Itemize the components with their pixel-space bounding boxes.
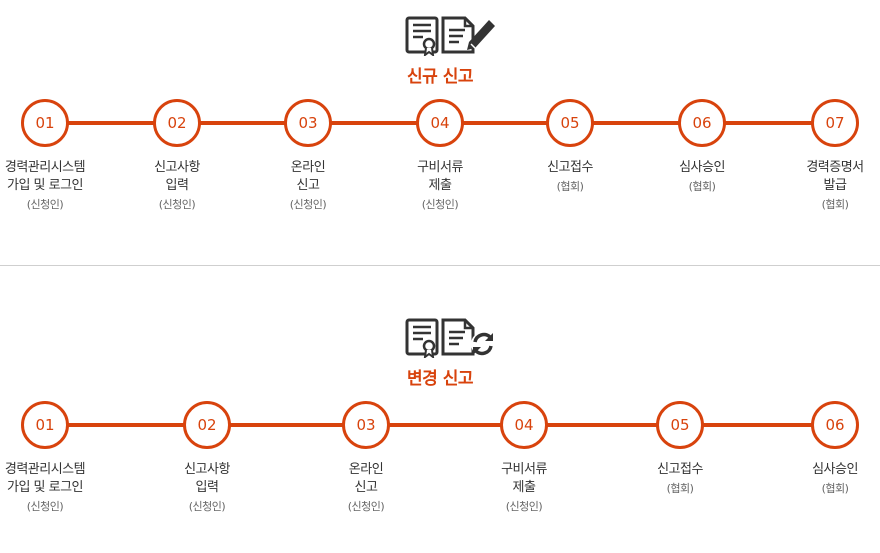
step-label-line1: 신고접수 bbox=[657, 462, 703, 477]
step: 01 경력관리시스템 가입 및 로그인 (신청인) bbox=[0, 99, 107, 213]
step-number: 06 bbox=[811, 401, 859, 449]
step-label-line2: 발급 bbox=[823, 178, 847, 193]
step: 06 심사승인 (협회) bbox=[773, 401, 880, 497]
step-actor: (협회) bbox=[688, 180, 716, 193]
step-label-line1: 신고접수 bbox=[547, 160, 593, 175]
certificate-refresh-icon bbox=[405, 318, 495, 358]
step-number: 05 bbox=[656, 401, 704, 449]
section-title: 신규 신고 bbox=[407, 67, 473, 87]
new-report-section: 신규 신고 01 경력관리시스템 가입 및 로그인 (신청인) 02 신고사항 … bbox=[0, 0, 880, 262]
step-actor: (협회) bbox=[821, 198, 849, 211]
step-actor: (신청인) bbox=[158, 198, 196, 211]
step-label-line1: 구비서류 bbox=[417, 160, 463, 175]
step-label-line1: 온라인 bbox=[290, 160, 326, 175]
step-label-line1: 신고사항 bbox=[154, 160, 200, 175]
step: 02 신고사항 입력 (신청인) bbox=[115, 99, 239, 213]
step: 05 신고접수 (협회) bbox=[508, 99, 632, 195]
step-label-line2: 제출 bbox=[512, 480, 536, 495]
step-label-line2: 입력 bbox=[165, 178, 189, 193]
step-number: 01 bbox=[21, 99, 69, 147]
step-label-line2: 신고 bbox=[354, 480, 378, 495]
section-divider bbox=[0, 265, 880, 266]
step-label-line1: 신고사항 bbox=[184, 462, 230, 477]
step-number: 04 bbox=[416, 99, 464, 147]
step-actor: (신청인) bbox=[421, 198, 459, 211]
step-actor: (신청인) bbox=[26, 500, 64, 513]
step-number: 04 bbox=[500, 401, 548, 449]
step-actor: (신청인) bbox=[188, 500, 226, 513]
step: 02 신고사항 입력 (신청인) bbox=[145, 401, 269, 515]
progress-track bbox=[45, 423, 836, 427]
change-report-section: 변경 신고 01 경력관리시스템 가입 및 로그인 (신청인) 02 신고사항 … bbox=[0, 266, 880, 553]
step-label-line1: 경력관리시스템 bbox=[4, 160, 86, 175]
step-actor: (협회) bbox=[821, 482, 849, 495]
step: 03 온라인 신고 (신청인) bbox=[304, 401, 428, 515]
step-actor: (신청인) bbox=[26, 198, 64, 211]
step-number: 02 bbox=[183, 401, 231, 449]
step-actor: (협회) bbox=[666, 482, 694, 495]
step-number: 03 bbox=[342, 401, 390, 449]
step-number: 06 bbox=[678, 99, 726, 147]
step-actor: (신청인) bbox=[289, 198, 327, 211]
step-label-line1: 구비서류 bbox=[501, 462, 547, 477]
step-label-line2: 제출 bbox=[428, 178, 452, 193]
step-number: 01 bbox=[21, 401, 69, 449]
step-label-line2: 가입 및 로그인 bbox=[6, 178, 84, 193]
step-number: 05 bbox=[546, 99, 594, 147]
step-actor: (신청인) bbox=[347, 500, 385, 513]
step-label-line2: 가입 및 로그인 bbox=[6, 480, 84, 495]
step-actor: (협회) bbox=[556, 180, 584, 193]
certificate-pen-icon bbox=[405, 16, 495, 56]
step: 07 경력증명서 발급 (협회) bbox=[773, 99, 880, 213]
step-number: 02 bbox=[153, 99, 201, 147]
step: 01 경력관리시스템 가입 및 로그인 (신청인) bbox=[0, 401, 107, 515]
step-label-line1: 경력증명서 bbox=[806, 160, 864, 175]
step-label-line1: 온라인 bbox=[348, 462, 384, 477]
step-label-line2: 신고 bbox=[296, 178, 320, 193]
step: 03 온라인 신고 (신청인) bbox=[246, 99, 370, 213]
step-label-line1: 심사승인 bbox=[812, 462, 858, 477]
step-number: 07 bbox=[811, 99, 859, 147]
step-number: 03 bbox=[284, 99, 332, 147]
step: 05 신고접수 (협회) bbox=[618, 401, 742, 497]
step: 04 구비서류 제출 (신청인) bbox=[378, 99, 502, 213]
section-title: 변경 신고 bbox=[407, 369, 473, 389]
step: 04 구비서류 제출 (신청인) bbox=[462, 401, 586, 515]
step-label-line1: 심사승인 bbox=[679, 160, 725, 175]
step-label-line2: 입력 bbox=[195, 480, 219, 495]
step-actor: (신청인) bbox=[505, 500, 543, 513]
step-label-line1: 경력관리시스템 bbox=[4, 462, 86, 477]
step: 06 심사승인 (협회) bbox=[640, 99, 764, 195]
